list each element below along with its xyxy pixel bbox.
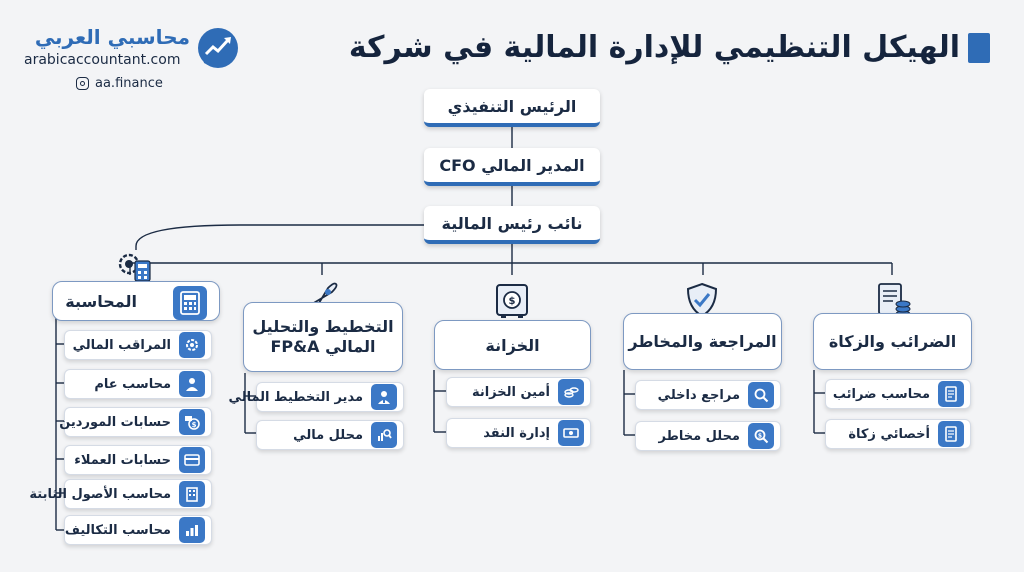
vp-finance-box: نائب رئيس المالية <box>424 206 600 244</box>
gear-icon <box>179 332 205 358</box>
role-cost-accountant: محاسب التكاليف <box>64 515 212 545</box>
dept-accounting-label: المحاسبة <box>65 291 137 311</box>
role-cash-management: إدارة النقد <box>446 418 591 448</box>
role-accounts-payable: $ حسابات الموردين <box>59 407 212 437</box>
ceo-box: الرئيس التنفيذي <box>424 89 600 127</box>
dept-fpa-label-line1: التخطيط والتحليل <box>252 317 394 336</box>
instagram-handle: aa.finance <box>95 76 163 91</box>
svg-text:$: $ <box>758 433 762 440</box>
dept-fpa: التخطيط والتحليل المالي FP&A <box>243 302 403 372</box>
dept-fpa-label-line2: المالي FP&A <box>270 337 376 356</box>
building-icon <box>179 481 205 507</box>
calculator-icon <box>173 286 207 320</box>
risk-icon: $ <box>748 423 774 449</box>
brand-url[interactable]: arabicaccountant.com <box>24 52 181 68</box>
person-icon <box>179 371 205 397</box>
role-internal-auditor: مراجع داخلي <box>635 380 781 410</box>
role-financial-controller: المراقب المالي <box>64 330 212 360</box>
svg-text:$: $ <box>192 421 197 429</box>
role-financial-planning-manager: مدير التخطيط المالي <box>229 382 404 412</box>
dept-accounting: المحاسبة <box>52 281 220 321</box>
dept-tax-zakat: الضرائب والزكاة <box>813 313 972 370</box>
manager-icon <box>371 384 397 410</box>
dept-treasury: الخزانة <box>434 320 591 370</box>
title-accent-bar <box>968 33 990 63</box>
cash-icon <box>558 420 584 446</box>
cfo-box: المدير المالي CFO <box>424 148 600 186</box>
safe-icon: $ <box>492 280 532 320</box>
brand-logo-icon <box>196 26 240 70</box>
chart-magnifier-icon <box>371 422 397 448</box>
role-financial-analyst: محلل مالي <box>256 420 404 450</box>
coins-icon <box>558 379 584 405</box>
dept-audit-risk: المراجعة والمخاطر <box>623 313 782 370</box>
magnifier-icon <box>748 382 774 408</box>
role-general-accountant: محاسب عام <box>64 369 212 399</box>
tax-document-icon <box>873 280 913 320</box>
document-icon <box>938 381 964 407</box>
document-icon <box>938 421 964 447</box>
card-icon <box>179 447 205 473</box>
role-risk-analyst: $ محلل مخاطر <box>635 421 781 451</box>
brand-instagram[interactable]: aa.finance <box>76 76 206 91</box>
svg-text:$: $ <box>509 296 516 307</box>
gear-calculator-icon <box>115 249 153 283</box>
role-fixed-assets-accountant: محاسب الأصول الثابتة <box>29 479 212 509</box>
role-accounts-receivable: حسابات العملاء <box>64 445 212 475</box>
role-tax-accountant: محاسب ضرائب <box>825 379 971 409</box>
page-title: الهيكل التنظيمي للإدارة المالية في شركة <box>348 30 960 65</box>
role-treasurer: أمين الخزانة <box>446 377 591 407</box>
supplier-icon: $ <box>179 409 205 435</box>
cost-chart-icon <box>179 517 205 543</box>
instagram-icon <box>76 77 89 90</box>
role-zakat-specialist: أخصائي زكاة <box>825 419 971 449</box>
brand-name: محاسبي العربي <box>34 25 190 49</box>
